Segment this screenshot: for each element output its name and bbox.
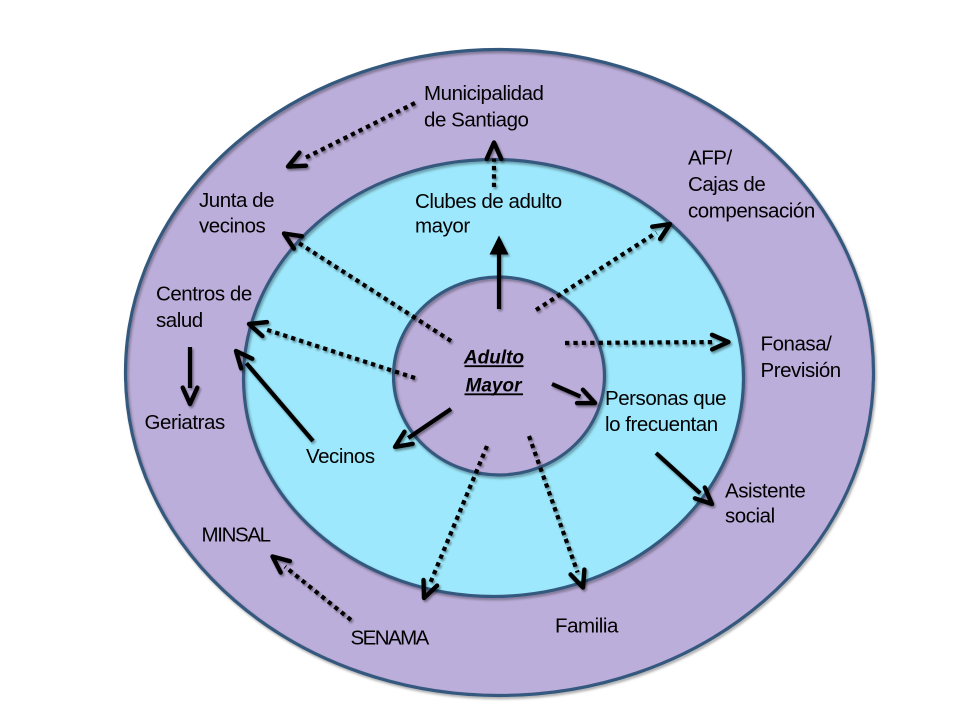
svg-text:Previsión: Previsión (761, 359, 841, 382)
svg-text:salud: salud (156, 309, 203, 332)
svg-text:de Santiago: de Santiago (424, 109, 529, 132)
svg-text:mayor: mayor (415, 215, 470, 238)
svg-text:Personas que: Personas que (605, 387, 726, 410)
svg-text:Municipalidad: Municipalidad (424, 82, 544, 105)
svg-text:Fonasa/: Fonasa/ (761, 333, 833, 356)
svg-text:Cajas de: Cajas de (688, 173, 765, 196)
svg-text:Vecinos: Vecinos (306, 445, 375, 468)
svg-text:Junta de: Junta de (199, 189, 274, 212)
svg-text:MINSAL: MINSAL (202, 524, 271, 547)
svg-text:compensación: compensación (688, 200, 815, 223)
svg-text:lo frecuentan: lo frecuentan (605, 413, 718, 436)
svg-text:Clubes de adulto: Clubes de adulto (415, 190, 562, 213)
svg-text:vecinos: vecinos (199, 215, 266, 238)
svg-text:SENAMA: SENAMA (351, 627, 430, 650)
svg-text:AFP/: AFP/ (688, 147, 733, 170)
svg-text:Adulto: Adulto (463, 348, 524, 369)
svg-text:Geriatras: Geriatras (145, 411, 225, 434)
svg-text:Familia: Familia (555, 615, 619, 638)
svg-text:social: social (725, 505, 775, 528)
svg-text:Mayor: Mayor (466, 376, 524, 397)
svg-text:Asistente: Asistente (725, 480, 805, 503)
svg-text:Centros de: Centros de (156, 283, 252, 306)
